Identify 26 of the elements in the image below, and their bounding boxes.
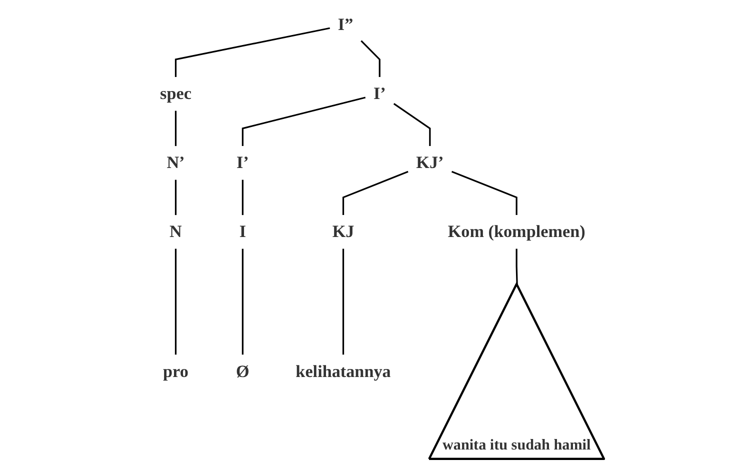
- connector: [451, 170, 518, 216]
- connector: [242, 248, 244, 355]
- connector: [516, 248, 518, 285]
- connector: [342, 248, 344, 355]
- connector: [360, 40, 380, 78]
- node-text: Ø: [236, 362, 250, 381]
- connector: [174, 248, 177, 355]
- node-text: KJ: [332, 222, 354, 242]
- node-text: spec: [160, 84, 192, 104]
- connector: [342, 170, 408, 216]
- node-text: kelihatannya: [296, 362, 391, 381]
- node-text: KJ’: [416, 153, 444, 172]
- connector: [393, 103, 431, 146]
- node-text: pro: [163, 362, 188, 381]
- node-text: I’: [373, 84, 386, 104]
- node-text: I”: [338, 15, 354, 34]
- connector: [174, 110, 177, 146]
- connector: [174, 180, 177, 216]
- node-text: N’: [166, 153, 185, 172]
- connector: [242, 180, 244, 216]
- connector: [174, 27, 330, 78]
- node-text: N: [170, 222, 182, 242]
- node-text: I’: [236, 153, 249, 172]
- connector: [242, 96, 366, 146]
- node-text: Kom (komplemen): [448, 222, 586, 242]
- node-text: I: [239, 222, 246, 242]
